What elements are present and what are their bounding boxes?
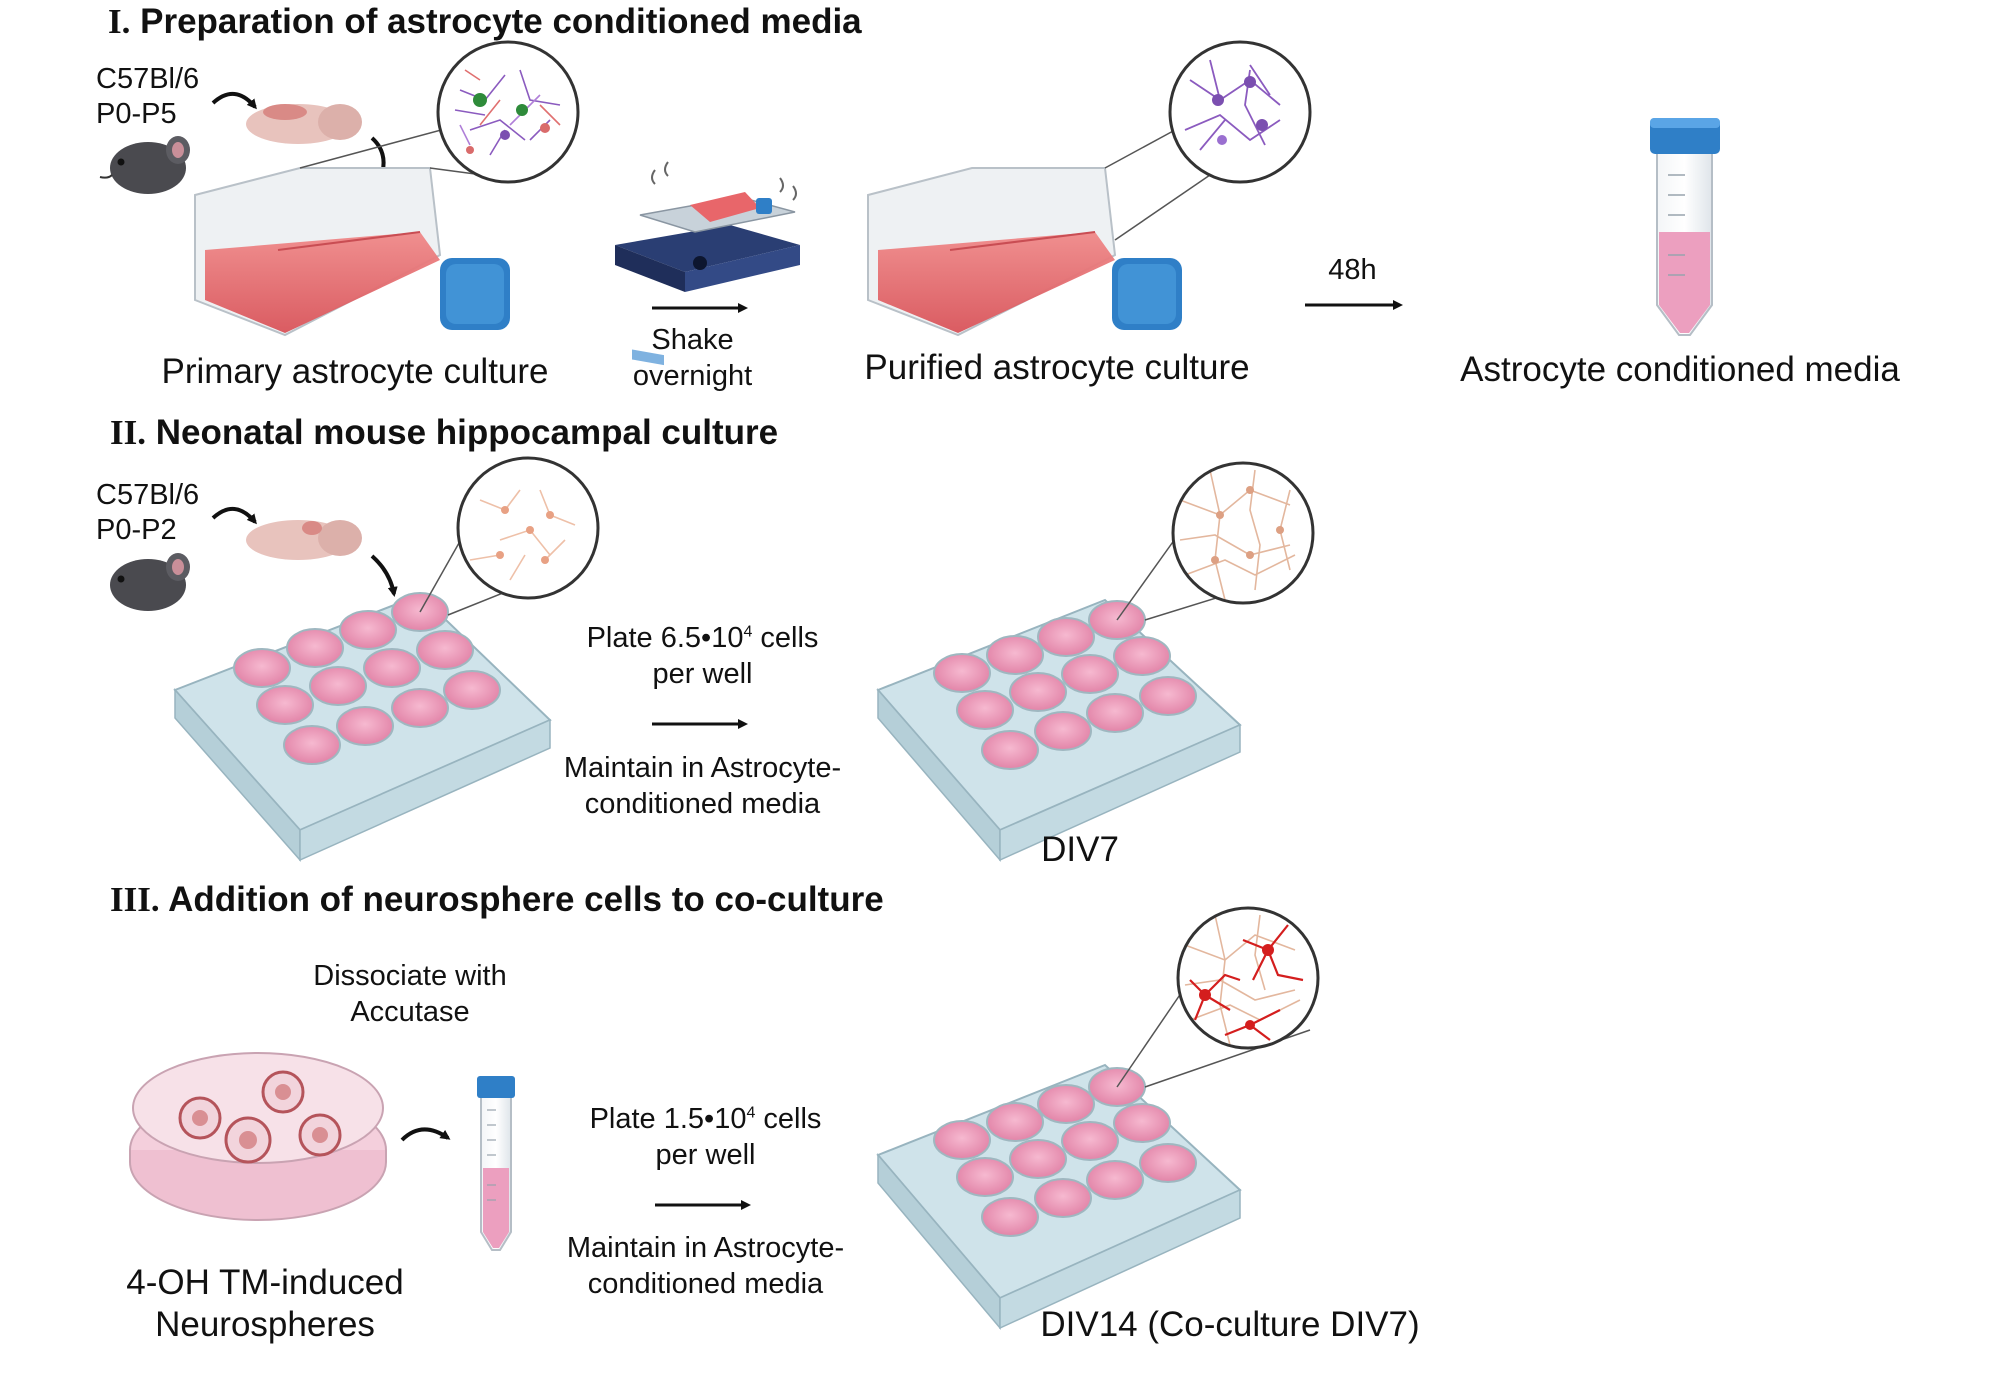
dissociate-line-2: Accutase xyxy=(350,996,470,1029)
section-3-title: III. Addition of neurosphere cells to co… xyxy=(110,880,884,920)
section-1-number: I. xyxy=(108,2,131,41)
plate-suffix: cells xyxy=(755,1103,822,1135)
conical-tube-icon xyxy=(477,1076,515,1251)
section-1-title: I. Preparation of astrocyte conditioned … xyxy=(108,2,862,42)
section-3-number: III. xyxy=(110,880,160,919)
maintain-line-1: Maintain in Astrocyte- xyxy=(563,752,842,784)
shake-line-2: overnight xyxy=(632,360,753,393)
brain-icon xyxy=(246,520,362,560)
neurospheres-line-2: Neurospheres xyxy=(155,1305,375,1344)
maintain-line-1: Maintain in Astrocyte- xyxy=(566,1232,845,1264)
mouse-age-2: P0-P2 xyxy=(96,514,177,547)
mouse-age-1: P0-P5 xyxy=(96,98,177,131)
plate-label-3: Plate 1.5•104 cells per well xyxy=(543,1101,868,1174)
conical-tube-icon xyxy=(1650,118,1720,336)
primary-culture-caption: Primary astrocyte culture xyxy=(161,352,549,391)
shake-line-1: Shake xyxy=(651,324,734,356)
well-plate-icon xyxy=(876,524,1301,863)
culture-flask-icon xyxy=(867,129,1211,337)
dissociate-label: Dissociate with Accutase xyxy=(300,958,520,1031)
orbital-shaker-icon xyxy=(615,161,800,366)
section-3-title-text: Addition of neurosphere cells to co-cult… xyxy=(168,880,884,919)
mouse-icon xyxy=(99,136,190,194)
dissociate-line-1: Dissociate with xyxy=(313,960,507,992)
arrow-icon xyxy=(211,92,257,110)
well-plate-icon xyxy=(876,979,1311,1331)
petri-dish-icon xyxy=(129,1052,387,1221)
magnified-cells-icon xyxy=(1176,906,1320,1050)
brain-icon xyxy=(246,104,362,144)
plate-line-1: Plate 6.5•104 cells xyxy=(540,620,865,656)
plate-prefix: Plate 1.5•10 xyxy=(589,1103,747,1135)
mouse-strain-1: C57Bl/6 xyxy=(96,63,200,95)
purified-culture-caption: Purified astrocyte culture xyxy=(864,348,1250,387)
shake-label: Shake overnight xyxy=(625,322,760,395)
div14-caption: DIV14 (Co-culture DIV7) xyxy=(1040,1305,1420,1344)
plate-line-1: Plate 1.5•104 cells xyxy=(543,1101,868,1137)
maintain-label-2: Maintain in Astrocyte- conditioned media xyxy=(540,750,865,823)
plate-exponent: 4 xyxy=(743,623,753,641)
magnified-cells-icon xyxy=(436,40,580,184)
mouse-label-2: C57Bl/6 P0-P2 xyxy=(96,478,199,549)
plate-prefix: Plate 6.5•10 xyxy=(586,622,744,654)
section-2-number: II. xyxy=(110,413,146,452)
plate-line-2: per well xyxy=(655,1139,756,1172)
arrow-icon xyxy=(400,1127,451,1142)
magnified-cells-icon xyxy=(456,456,600,600)
section-2-title-text: Neonatal mouse hippocampal culture xyxy=(155,413,779,452)
maintain-line-2: conditioned media xyxy=(584,788,821,821)
time-label: 48h xyxy=(1328,254,1377,286)
magnified-cells-icon xyxy=(1171,461,1315,605)
div7-caption: DIV7 xyxy=(1041,830,1119,869)
magnified-cells-icon xyxy=(1168,40,1312,184)
plate-line-2: per well xyxy=(652,658,753,691)
mouse-icon xyxy=(110,553,190,611)
media-caption: Astrocyte conditioned media xyxy=(1460,350,1900,389)
maintain-line-2: conditioned media xyxy=(587,1268,824,1301)
section-1-title-text: Preparation of astrocyte conditioned med… xyxy=(140,2,862,41)
arrow-icon xyxy=(370,554,398,597)
arrow-icon xyxy=(211,507,257,525)
neurospheres-line-1: 4-OH TM-induced xyxy=(126,1263,404,1302)
plate-suffix: cells xyxy=(752,622,819,654)
well-plate-icon xyxy=(173,519,586,862)
neurospheres-caption: 4-OH TM-induced Neurospheres xyxy=(90,1262,440,1346)
plate-exponent: 4 xyxy=(746,1104,756,1122)
mouse-strain-2: C57Bl/6 xyxy=(96,479,200,511)
mouse-label-1: C57Bl/6 P0-P5 xyxy=(96,62,199,133)
maintain-label-3: Maintain in Astrocyte- conditioned media xyxy=(543,1230,868,1303)
culture-flask-icon xyxy=(194,111,521,337)
section-2-title: II. Neonatal mouse hippocampal culture xyxy=(110,413,778,453)
plate-label-2: Plate 6.5•104 cells per well xyxy=(540,620,865,693)
